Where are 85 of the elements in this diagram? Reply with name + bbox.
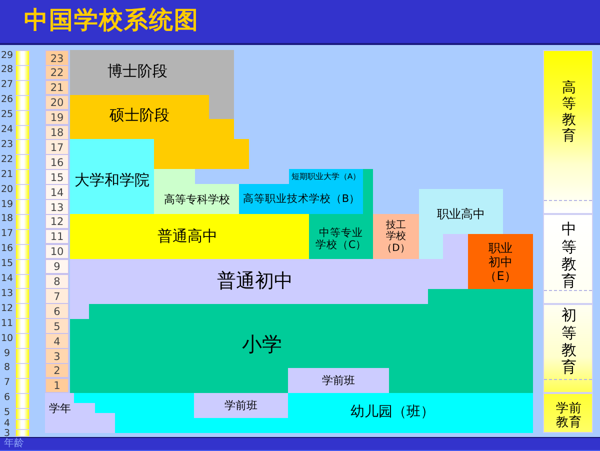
age-number: 22 — [0, 154, 14, 166]
grade-cell: 15 — [45, 169, 69, 185]
stage-label: 学前班 — [224, 398, 258, 414]
grade-cell: 20 — [45, 94, 69, 110]
age-number: 12 — [0, 302, 14, 315]
grade-cell: 10 — [45, 244, 69, 260]
age-number: 10 — [0, 332, 14, 345]
age-number: 11 — [0, 318, 14, 330]
stage-label: 学年 — [48, 401, 72, 417]
age-number: 6 — [2, 392, 12, 404]
grade-cell: 11 — [45, 228, 69, 244]
stage-label: 普通高中 — [156, 226, 218, 248]
stage-label: 高等专科学校 — [163, 192, 231, 208]
age-number: 5 — [2, 407, 12, 419]
stage-label: 小学 — [241, 330, 283, 358]
grade-cell: 16 — [45, 154, 69, 170]
age-number: 21 — [0, 168, 14, 181]
age-number: 19 — [0, 198, 14, 210]
stage-label: 硕士阶段 — [108, 105, 170, 126]
age-number: 16 — [0, 243, 14, 256]
age-number: 13 — [0, 288, 14, 300]
level-label: 高等教育 — [562, 78, 576, 146]
stage-label: 幼儿园（班） — [350, 402, 436, 422]
age-number: 27 — [0, 79, 14, 92]
stage-label: 学前班 — [321, 372, 356, 389]
stage-label: 博士阶段 — [106, 61, 168, 82]
axis-label: 年龄 — [4, 438, 24, 450]
grade-cell: 1 — [45, 378, 69, 394]
grade-cell: 4 — [45, 333, 69, 349]
age-number: 25 — [0, 109, 14, 122]
stage-block — [74, 393, 533, 433]
age-number: 8 — [2, 362, 12, 374]
grade-cell: 12 — [45, 214, 69, 230]
stage-block — [373, 214, 419, 259]
grade-cell: 14 — [45, 184, 69, 200]
age-number: 28 — [0, 64, 14, 76]
age-number: 23 — [0, 138, 14, 151]
level-label: 中等教育 — [562, 220, 576, 292]
stage-label: 高等职业技术学校（B） — [242, 192, 362, 207]
stage-block — [70, 95, 249, 169]
stage-block — [70, 214, 309, 259]
age-number: 24 — [0, 124, 14, 136]
stage-label: 普通初中 — [216, 269, 294, 294]
stage-block — [70, 139, 154, 214]
level-band — [543, 214, 593, 304]
age-number: 7 — [2, 377, 12, 390]
grade-cell: 3 — [45, 348, 69, 364]
stage-block — [239, 184, 363, 214]
level-label: 学前教育 — [556, 398, 582, 431]
level-label: 初等教育 — [562, 307, 576, 377]
grade-cell: 7 — [45, 288, 69, 304]
stage-block — [288, 368, 389, 393]
grade-cell: 13 — [45, 199, 69, 214]
grade-header-block — [45, 393, 115, 433]
diagram-title: 中国学校系统图 — [24, 6, 199, 35]
age-number: 15 — [0, 258, 14, 270]
age-number: 17 — [0, 228, 14, 240]
stage-label: 中等专业学校（C） — [314, 226, 368, 253]
age-number: 20 — [0, 184, 14, 196]
grade-cell: 19 — [45, 110, 69, 126]
age-number: 9 — [2, 348, 12, 360]
grade-cell: 17 — [45, 139, 69, 155]
grade-cell: 6 — [45, 303, 69, 319]
age-number: 18 — [0, 213, 14, 226]
grade-cell: 5 — [45, 318, 69, 334]
grade-cell: 23 — [45, 50, 69, 66]
stage-label: 职业初中（E） — [488, 240, 514, 285]
stage-block — [70, 289, 533, 393]
age-number: 3 — [2, 428, 10, 438]
grade-cell: 9 — [45, 258, 69, 274]
grade-cell: 21 — [45, 80, 69, 96]
level-band — [543, 393, 593, 433]
stage-block — [194, 393, 288, 418]
grade-cell: 2 — [45, 362, 69, 378]
stage-label: 技工学校（D） — [386, 218, 406, 256]
grade-cell: 22 — [45, 64, 69, 80]
stage-label: 职业高中 — [436, 206, 486, 224]
level-band — [543, 50, 593, 214]
stage-label: 大学和学院 — [74, 170, 150, 192]
age-number: 29 — [0, 50, 14, 62]
stage-block — [468, 234, 533, 289]
age-number: 26 — [0, 94, 14, 106]
age-number: 4 — [2, 418, 12, 429]
age-number: 14 — [0, 273, 14, 285]
level-band — [543, 304, 593, 393]
